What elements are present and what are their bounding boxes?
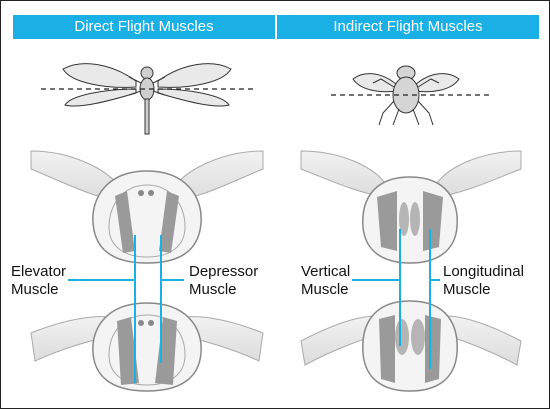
depressor-muscle-label-line1: Depressor xyxy=(189,263,259,280)
dragonfly-icon xyxy=(62,63,232,135)
longitudinal-muscle-label: Longitudinal Muscle xyxy=(443,263,524,299)
direct-lower-section xyxy=(30,302,264,392)
vertical-muscle-label: Vertical Muscle xyxy=(301,263,350,299)
direct-flight-muscles-header: Direct Flight Muscles xyxy=(13,15,275,39)
elevator-muscle-label-line1: Elevator xyxy=(11,263,67,280)
elevator-muscle-label: Elevator Muscle xyxy=(11,263,66,299)
vertical-muscle-label-line2: Muscle xyxy=(301,281,349,298)
depressor-muscle-label: Depressor Muscle xyxy=(189,263,258,299)
longitudinal-muscle-label-line1: Longitudinal xyxy=(443,263,524,280)
vertical-muscle-label-line1: Vertical xyxy=(301,263,351,280)
depressor-muscle-label-line2: Muscle xyxy=(189,281,237,298)
leader-lines xyxy=(68,229,440,383)
indirect-lower-section xyxy=(300,300,522,392)
indirect-upper-section xyxy=(300,150,522,264)
direct-upper-section xyxy=(30,150,264,264)
longitudinal-muscle-label-line2: Muscle xyxy=(443,281,491,298)
fly-icon xyxy=(352,65,460,126)
elevator-muscle-label-line2: Muscle xyxy=(11,281,59,298)
indirect-flight-muscles-header: Indirect Flight Muscles xyxy=(277,15,539,39)
